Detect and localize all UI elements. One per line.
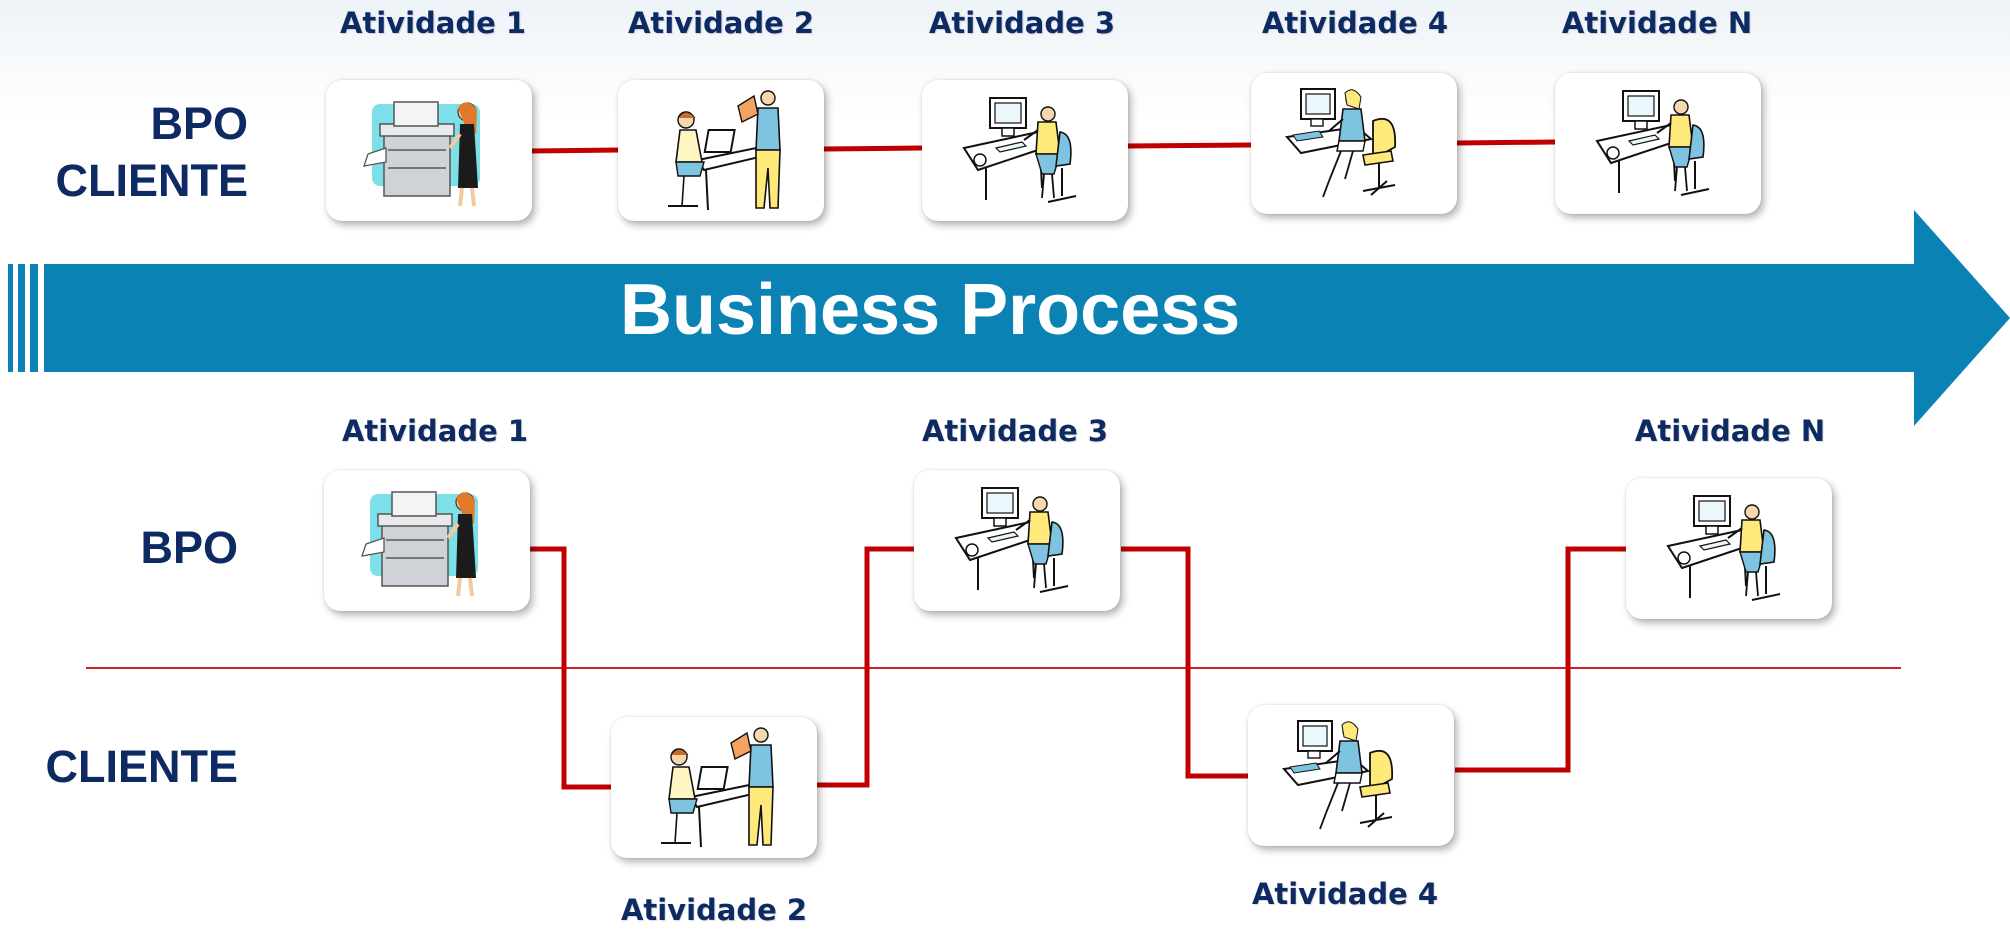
activity-card	[1248, 705, 1454, 846]
office-meeting-icon	[639, 725, 789, 850]
activity-label: Atividade 1	[339, 6, 527, 40]
activity-label: Atividade 2	[620, 893, 808, 927]
office-meeting-icon	[646, 88, 796, 213]
activity-card	[618, 80, 824, 221]
activity-card	[922, 80, 1128, 221]
top-connectors	[531, 139, 1556, 154]
bottom-connector	[529, 546, 614, 790]
activity-card	[611, 717, 817, 858]
activity-card	[914, 470, 1120, 611]
activity-label: Atividade 3	[921, 414, 1109, 448]
lane-label-bpo: BPO	[140, 522, 238, 573]
computer-worker-icon	[942, 478, 1092, 603]
activity-label: Atividade 1	[341, 414, 529, 448]
activity-label: Atividade N	[1634, 414, 1826, 448]
activity-label: Atividade 2	[627, 6, 815, 40]
bottom-connector	[1121, 546, 1248, 779]
activity-card	[326, 80, 532, 221]
computer-worker-icon	[1583, 81, 1733, 206]
activity-label: Atividade 3	[928, 6, 1116, 40]
top-connector	[1127, 142, 1253, 149]
computer-worker-icon	[950, 88, 1100, 213]
activity-label: Atividade 4	[1251, 877, 1439, 911]
desk-worker-icon	[1279, 81, 1429, 206]
activity-label: Atividade 4	[1261, 6, 1449, 40]
computer-worker-icon	[1654, 486, 1804, 611]
business-process-arrow	[8, 210, 2010, 426]
copier-worker-icon	[354, 88, 504, 213]
activity-card	[324, 470, 530, 611]
top-connector	[531, 147, 621, 154]
top-connector	[1456, 139, 1556, 146]
activity-card	[1251, 73, 1457, 214]
bottom-connectors	[529, 546, 1626, 790]
business-process-title: Business Process	[620, 270, 1241, 350]
activity-card	[1626, 478, 1832, 619]
lane-label-cliente: CLIENTE	[45, 741, 238, 792]
desk-worker-icon	[1276, 713, 1426, 838]
bottom-connector	[816, 546, 914, 788]
top-connector	[823, 145, 923, 152]
activity-label: Atividade N	[1561, 6, 1753, 40]
activity-card	[1555, 73, 1761, 214]
copier-worker-icon	[352, 478, 502, 603]
lane-label-bpo-cliente: BPO CLIENTE	[55, 98, 248, 206]
bottom-connector	[1455, 546, 1626, 773]
